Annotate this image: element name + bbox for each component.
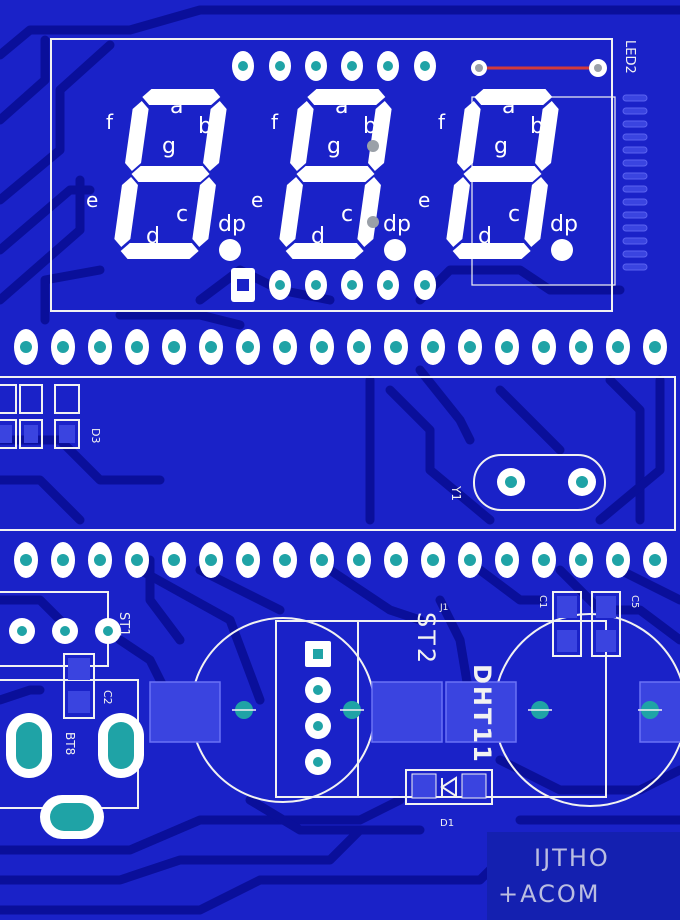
bt8-label: BT8 xyxy=(63,732,77,755)
segment-label-dp: dp xyxy=(550,212,578,237)
via xyxy=(367,140,379,152)
segment-label-f: f xyxy=(106,110,114,134)
d3-label: D3 xyxy=(89,428,102,443)
mcu-outline xyxy=(0,376,676,531)
mcu-pin-row-bottom xyxy=(14,542,667,578)
y1-label: Y1 xyxy=(449,485,463,501)
segment-label-b: b xyxy=(198,114,212,139)
segment-g xyxy=(463,166,542,182)
d1-label: D1 xyxy=(440,818,454,829)
via xyxy=(367,216,379,228)
digit-2: abg f e dc dp xyxy=(251,89,411,261)
c2-label: C2 xyxy=(101,690,114,705)
led2-designator: LED2 xyxy=(622,40,637,74)
segment-label-g: g xyxy=(162,134,176,159)
segment-label-c: c xyxy=(508,202,520,227)
dht11-label: DHT11 xyxy=(468,664,496,764)
segment-c xyxy=(357,177,381,247)
digit-3: abg f e dc dp xyxy=(418,89,578,261)
segment-c xyxy=(524,177,548,247)
segment-label-e: e xyxy=(251,188,263,212)
segment-label-b: b xyxy=(530,114,544,139)
segment-b xyxy=(535,101,559,171)
segment-dp xyxy=(384,239,406,261)
segment-label-e: e xyxy=(418,188,430,212)
segment-f xyxy=(125,101,149,171)
d3-smd-pads xyxy=(0,384,80,449)
segment-label-dp: dp xyxy=(218,212,246,237)
segment-a xyxy=(142,89,221,105)
crystal-y1-outline xyxy=(473,454,606,511)
segment-d xyxy=(452,243,531,259)
fine-pitch-pads xyxy=(622,94,648,271)
segment-label-g: g xyxy=(494,134,508,159)
watermark-line1: IJTHO xyxy=(534,844,610,872)
segment-e xyxy=(279,177,303,247)
segment-label-d: d xyxy=(478,224,492,249)
segment-label-a: a xyxy=(335,94,348,119)
segment-dp xyxy=(219,239,241,261)
watermark-line2: +ACOM xyxy=(498,880,600,908)
segment-c xyxy=(192,177,216,247)
segment-d xyxy=(120,243,199,259)
mcu-pin-row-top xyxy=(14,329,667,365)
segment-d xyxy=(285,243,364,259)
segment-a xyxy=(474,89,553,105)
segment-dp xyxy=(551,239,573,261)
led-display-outline xyxy=(50,38,613,312)
segment-label-g: g xyxy=(327,134,341,159)
segment-label-a: a xyxy=(502,94,515,119)
segment-label-e: e xyxy=(86,188,98,212)
dht11-outline xyxy=(275,620,607,798)
segment-label-f: f xyxy=(271,110,279,134)
c1-label: C1 xyxy=(537,595,548,608)
segment-f xyxy=(457,101,481,171)
segment-b xyxy=(203,101,227,171)
segment-b xyxy=(368,101,392,171)
led-top-pins xyxy=(232,51,436,81)
watermark-box xyxy=(487,832,680,920)
segment-g xyxy=(131,166,210,182)
segment-label-c: c xyxy=(176,202,188,227)
c5-label: C5 xyxy=(629,595,640,608)
segment-label-d: d xyxy=(311,224,325,249)
segment-a xyxy=(307,89,386,105)
segment-label-d: d xyxy=(146,224,160,249)
segment-label-a: a xyxy=(170,94,183,119)
segment-e xyxy=(114,177,138,247)
st2-label: ST2 xyxy=(412,612,440,666)
segment-g xyxy=(296,166,375,182)
segment-e xyxy=(446,177,470,247)
segment-label-f: f xyxy=(438,110,446,134)
digit-1: abg f e dc dp xyxy=(86,89,246,261)
j1-label: J1 xyxy=(439,603,448,613)
led-bottom-pins xyxy=(231,268,436,302)
st1-label: ST1 xyxy=(116,612,131,636)
segment-f xyxy=(290,101,314,171)
segment-label-c: c xyxy=(341,202,353,227)
segment-label-dp: dp xyxy=(383,212,411,237)
segment-label-b: b xyxy=(363,114,377,139)
